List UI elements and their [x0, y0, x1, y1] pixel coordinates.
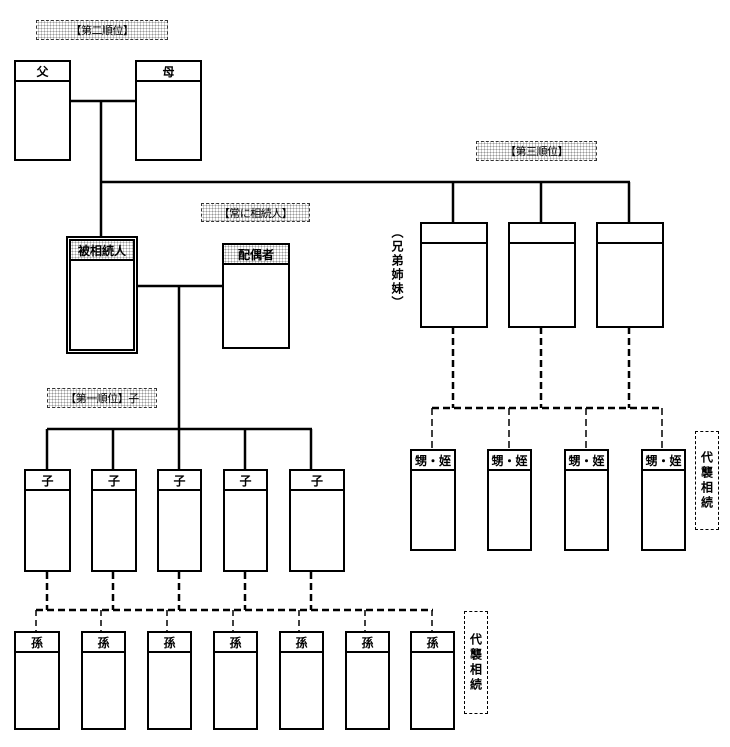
representation-grandchild-label: 代襲相続 [464, 611, 488, 714]
grandchild-box: 孫 [279, 631, 324, 730]
grandchild-label: 孫 [16, 633, 58, 653]
child-label: 子 [159, 471, 200, 491]
nephew-niece-box: 甥・姪 [410, 449, 456, 551]
child-box: 子 [91, 469, 137, 572]
spouse-box: 配偶者 [222, 243, 290, 349]
child-box: 子 [157, 469, 202, 572]
grandchild-label: 孫 [412, 633, 453, 653]
child-label: 子 [291, 471, 343, 491]
first-rank-text: 【第一順位】子 [65, 392, 139, 405]
sibling-box [596, 222, 664, 328]
sibling-label [510, 224, 574, 244]
father-label: 父 [16, 62, 69, 82]
child-box: 子 [24, 469, 71, 572]
mother-label: 母 [137, 62, 200, 82]
nephew-niece-label: 甥・姪 [566, 451, 607, 471]
child-label: 子 [93, 471, 135, 491]
spouse-label: 配偶者 [224, 245, 288, 265]
grandchild-box: 孫 [410, 631, 455, 730]
grandchild-box: 孫 [81, 631, 126, 730]
nephew-niece-label: 甥・姪 [412, 451, 454, 471]
third-rank-text: 【第三順位】 [505, 145, 569, 158]
nephew-niece-box: 甥・姪 [487, 449, 532, 551]
grandchild-box: 孫 [345, 631, 390, 730]
father-box: 父 [14, 60, 71, 161]
nephew-niece-box: 甥・姪 [641, 449, 686, 551]
grandchild-box: 孫 [213, 631, 258, 730]
decedent-box: 被相続人 [66, 236, 138, 354]
sibling-label [598, 224, 662, 244]
mother-box: 母 [135, 60, 202, 161]
always-heir-label: 【常に相続人】 [201, 203, 310, 222]
grandchild-label: 孫 [215, 633, 256, 653]
second-rank-label: 【第二順位】 [36, 20, 168, 40]
grandchild-box: 孫 [147, 631, 192, 730]
decedent-label: 被相続人 [71, 241, 133, 261]
third-rank-label: 【第三順位】 [476, 141, 597, 161]
grandchild-label: 孫 [281, 633, 322, 653]
nephew-niece-box: 甥・姪 [564, 449, 609, 551]
siblings-vertical-label: （兄弟姉妹） [390, 226, 404, 310]
always-heir-text: 【常に相続人】 [218, 206, 293, 220]
grandchild-label: 孫 [83, 633, 124, 653]
sibling-label [422, 224, 486, 244]
representation-nephew-label: 代襲相続 [695, 431, 719, 530]
sibling-box [508, 222, 576, 328]
child-label: 子 [26, 471, 69, 491]
grandchild-label: 孫 [149, 633, 190, 653]
grandchild-label: 孫 [347, 633, 388, 653]
child-box: 子 [223, 469, 268, 572]
first-rank-label: 【第一順位】子 [47, 388, 157, 408]
grandchild-box: 孫 [14, 631, 60, 730]
second-rank-text: 【第二順位】 [70, 24, 135, 37]
nephew-niece-label: 甥・姪 [489, 451, 530, 471]
child-box: 子 [289, 469, 345, 572]
nephew-niece-label: 甥・姪 [643, 451, 684, 471]
child-label: 子 [225, 471, 266, 491]
sibling-box [420, 222, 488, 328]
